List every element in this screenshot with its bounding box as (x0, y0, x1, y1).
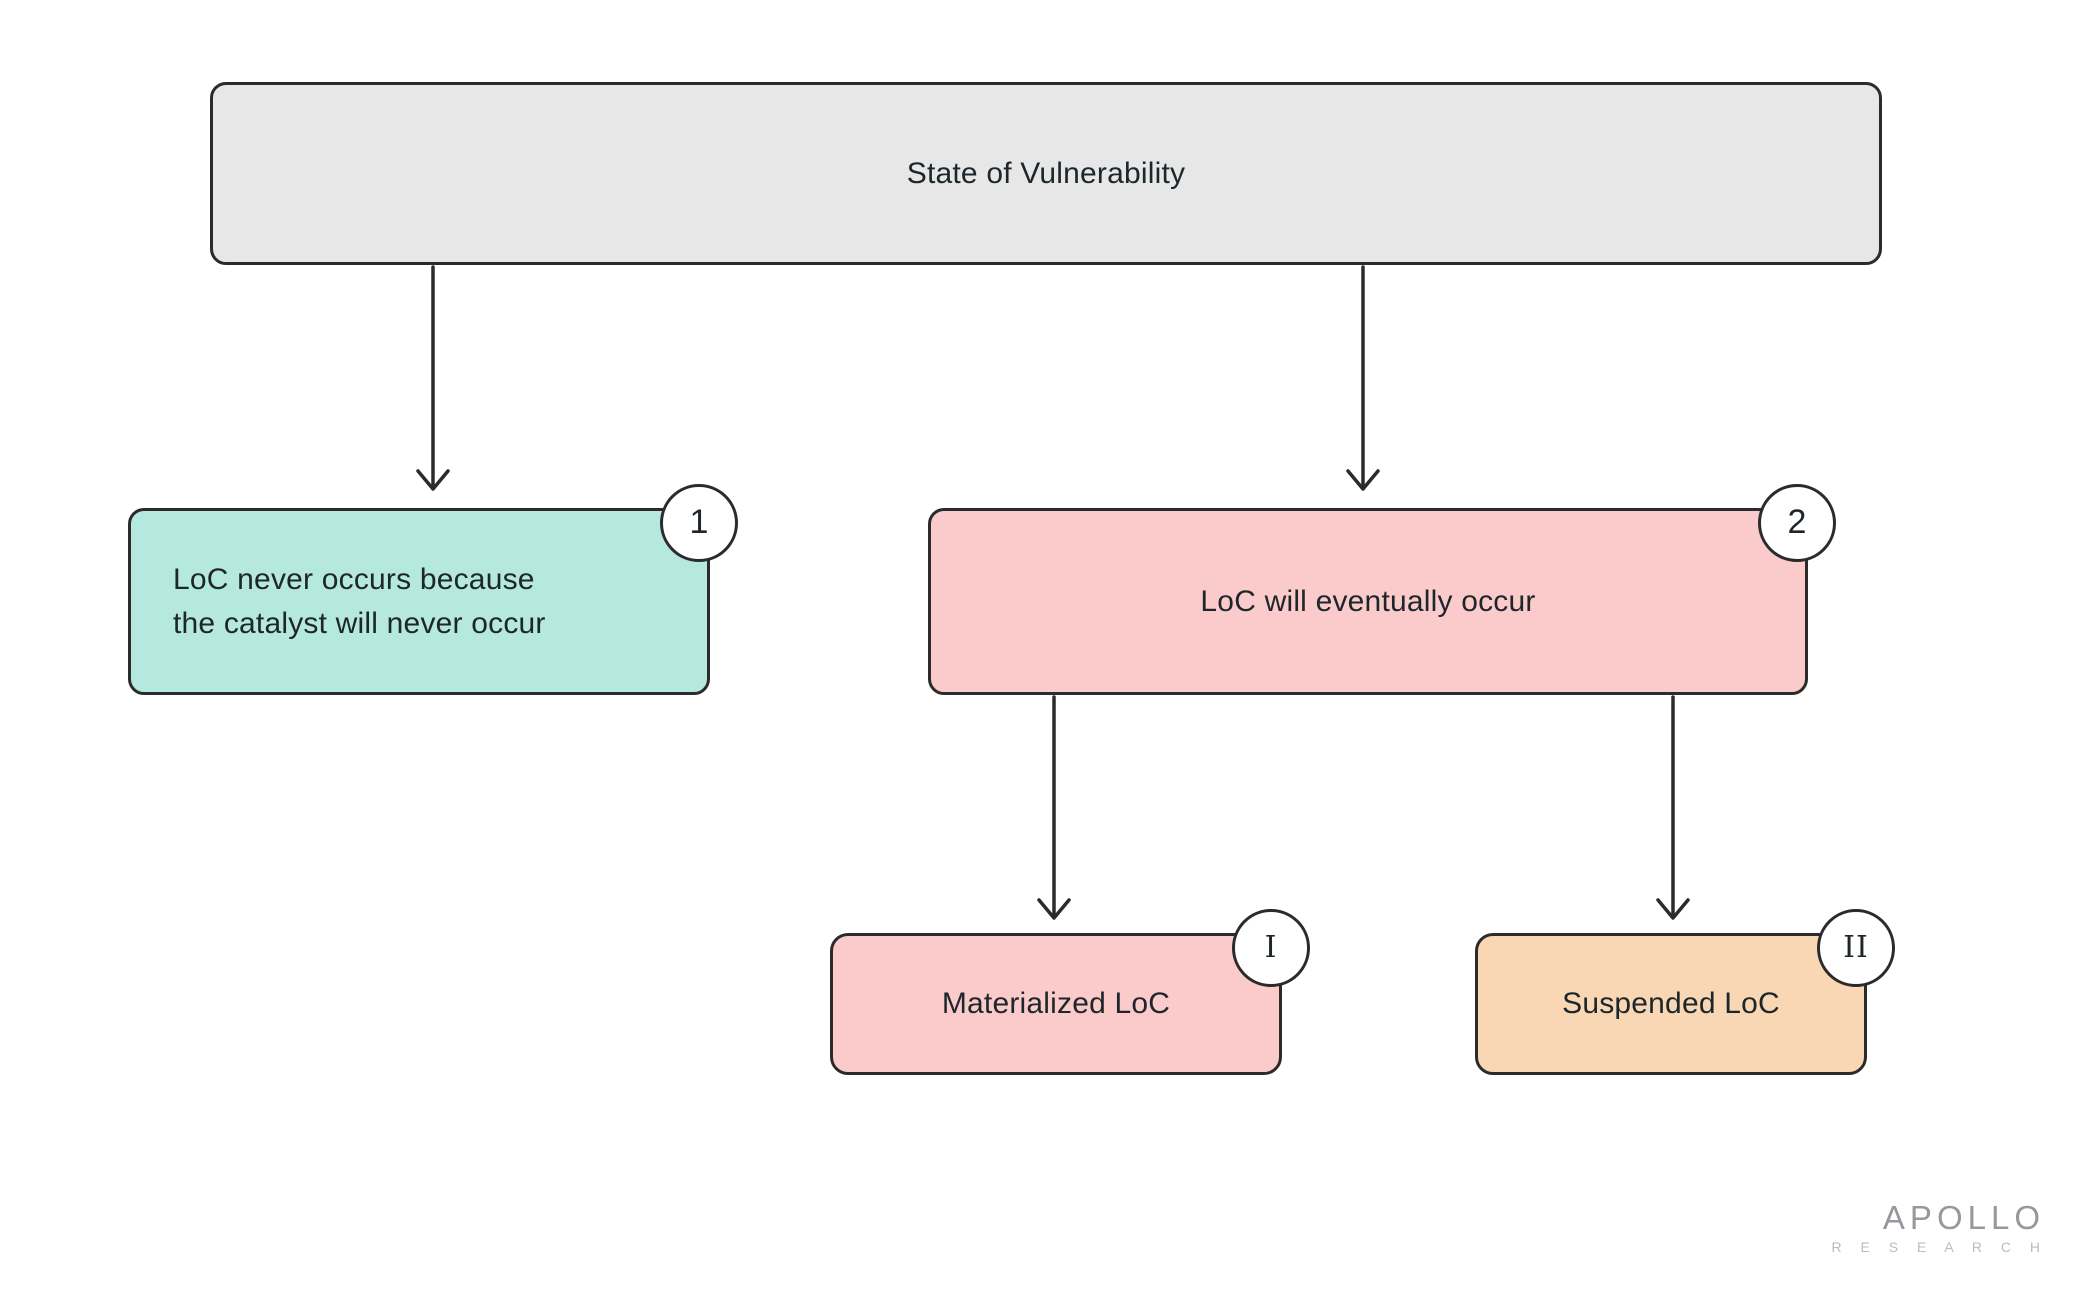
badge-2: 2 (1758, 484, 1836, 562)
node-materialized-loc: Materialized LoC I (830, 909, 1310, 1075)
apollo-research-logo: APOLLO R E S E A R C H (1832, 1201, 2040, 1254)
node-suspended-loc-label: Suspended LoC (1562, 987, 1780, 1021)
arrow-eventually-to-suspended (1656, 695, 1690, 920)
node-loc-eventually-occurs: LoC will eventually occur 2 (928, 484, 1836, 695)
badge-1: 1 (660, 484, 738, 562)
arrow-eventually-to-materialized (1037, 695, 1071, 920)
node-loc-never-occurs-label: LoC never occurs because the catalyst wi… (173, 563, 546, 640)
badge-roman-ii: II (1817, 909, 1895, 987)
node-suspended-loc: Suspended LoC II (1475, 909, 1895, 1075)
logo-wordmark: APOLLO (1882, 1199, 2045, 1236)
arrow-root-to-eventually (1346, 265, 1380, 491)
node-loc-never-occurs: LoC never occurs because the catalyst wi… (128, 484, 738, 695)
node-state-of-vulnerability: State of Vulnerability (210, 82, 1882, 265)
node-materialized-loc-label: Materialized LoC (941, 987, 1171, 1021)
node-state-of-vulnerability-label: State of Vulnerability (906, 156, 1186, 190)
node-loc-eventually-occurs-label: LoC will eventually occur (1200, 584, 1536, 618)
arrow-root-to-never (416, 265, 450, 491)
logo-subtitle: R E S E A R C H (1831, 1239, 2048, 1255)
badge-roman-i: I (1232, 909, 1310, 987)
